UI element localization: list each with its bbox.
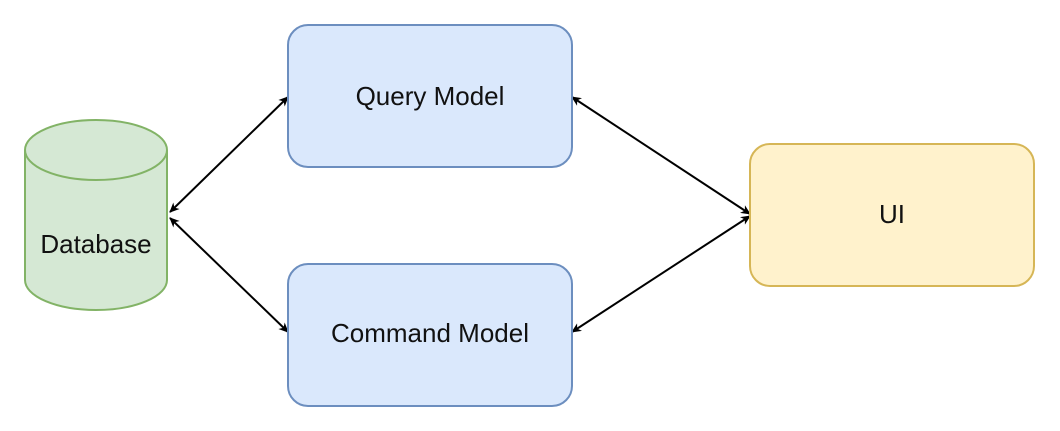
command-model-box bbox=[287, 263, 573, 407]
command-model-label: Command Model bbox=[331, 318, 529, 348]
edge-database-query-model bbox=[169, 96, 289, 213]
ui-label: UI bbox=[879, 199, 905, 229]
query-model-box bbox=[287, 24, 573, 168]
edge-database-command-model bbox=[169, 217, 289, 333]
edge-command-model-ui bbox=[571, 215, 751, 333]
edge-query-model-ui bbox=[571, 96, 751, 215]
command-model-node: Command Model bbox=[287, 263, 573, 407]
ui-box bbox=[749, 143, 1035, 287]
database-label: Database bbox=[40, 229, 151, 259]
database-cylinder-body bbox=[24, 150, 168, 311]
ui-node: UI bbox=[749, 143, 1035, 287]
query-model-label: Query Model bbox=[356, 81, 505, 111]
database-cylinder-top bbox=[24, 119, 168, 181]
query-model-node: Query Model bbox=[287, 24, 573, 168]
database-node: Database bbox=[24, 119, 168, 311]
